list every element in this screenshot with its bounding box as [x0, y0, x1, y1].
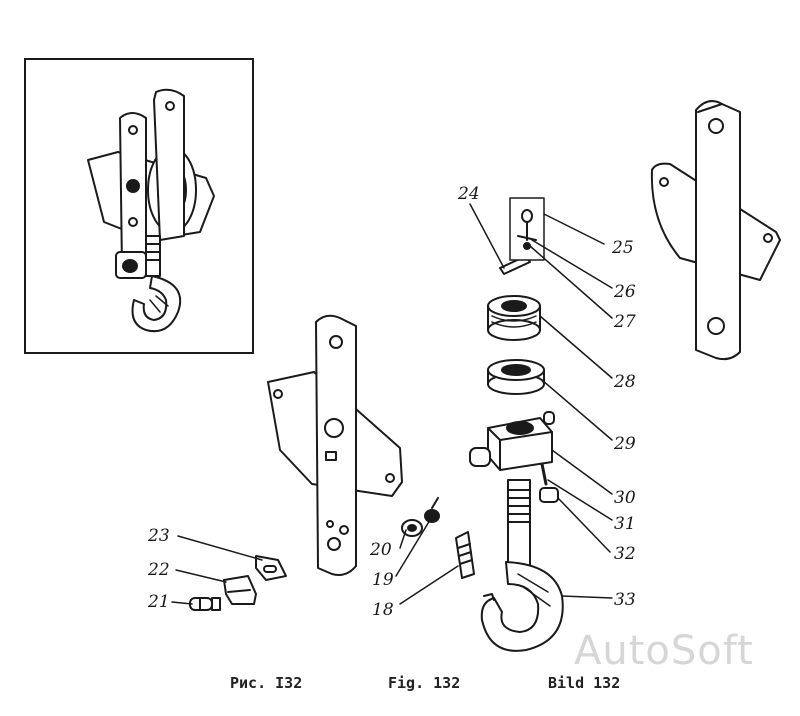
callout-20: 20 [370, 540, 392, 560]
side-plate-center [267, 314, 403, 576]
callout-23: 23 [148, 526, 170, 546]
spring-washer-19 [424, 497, 440, 523]
caption-english: Fig. 132 [388, 674, 461, 692]
side-plate-right [650, 100, 781, 361]
autosoft-watermark: AutoSoft [574, 628, 754, 674]
pin-31 [540, 462, 548, 486]
callout-27: 27 [614, 312, 636, 332]
plate-22 [223, 575, 257, 605]
crosshead-30 [469, 411, 555, 471]
callout-30: 30 [614, 488, 636, 508]
callout-22: 22 [148, 560, 170, 580]
callout-21: 21 [148, 592, 170, 612]
caption-german: Bild 132 [548, 674, 621, 692]
leader-lines [171, 203, 613, 605]
pin-group-25-27 [509, 197, 545, 261]
callout-19: 19 [372, 570, 394, 590]
caption-russian: Рис. I32 [230, 674, 303, 692]
callout-24: 24 [458, 184, 480, 204]
washer-29 [487, 359, 545, 395]
lock-plate-23 [255, 555, 287, 581]
callout-31: 31 [614, 514, 636, 534]
callout-18: 18 [372, 600, 394, 620]
grease-fitting-18 [455, 531, 475, 579]
nut-20 [401, 519, 423, 537]
assembled-hook-block [87, 88, 215, 333]
assembled-view-inset [24, 58, 254, 354]
thrust-bearing-28 [487, 295, 541, 341]
callout-29: 29 [614, 434, 636, 454]
bolt-21 [189, 597, 221, 611]
callout-25: 25 [612, 238, 634, 258]
callout-32: 32 [614, 544, 636, 564]
callout-33: 33 [614, 590, 636, 610]
callout-28: 28 [614, 372, 636, 392]
hook-33 [480, 479, 564, 652]
plug-32 [539, 487, 559, 503]
callout-26: 26 [614, 282, 636, 302]
